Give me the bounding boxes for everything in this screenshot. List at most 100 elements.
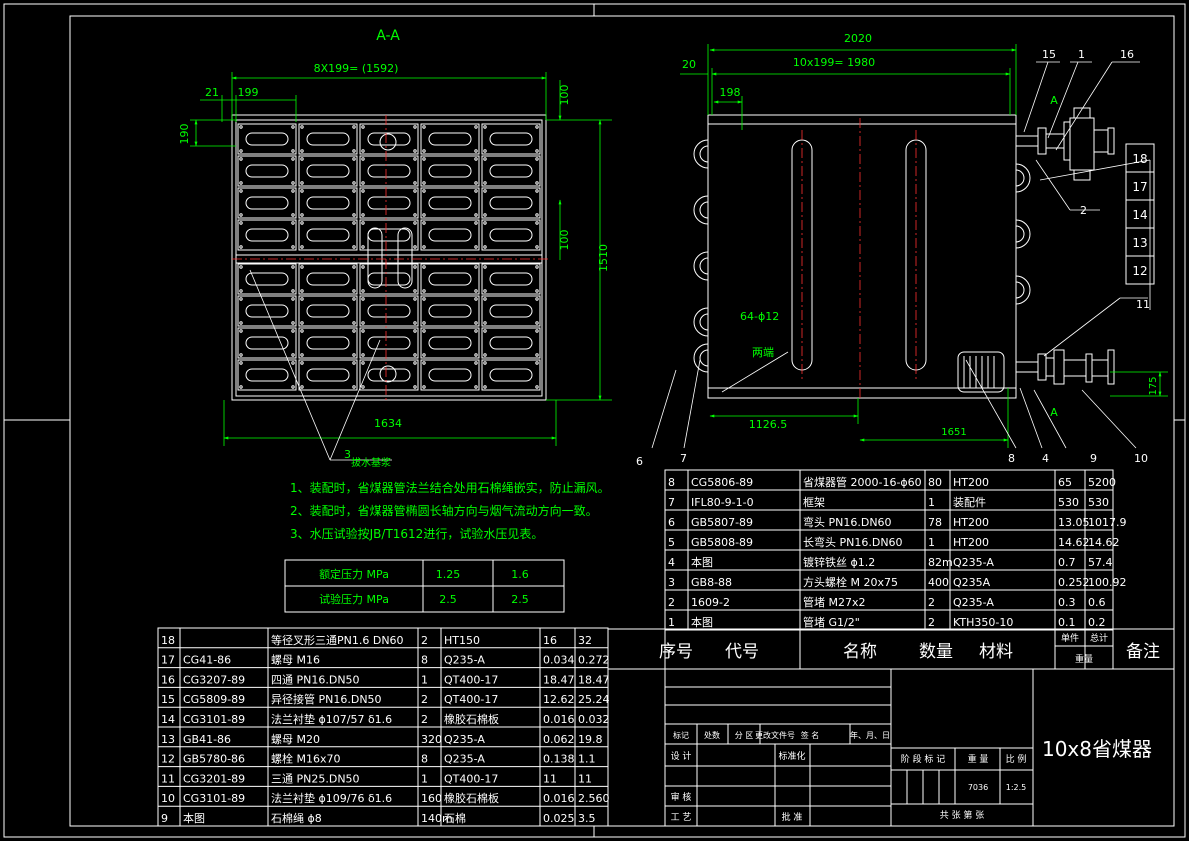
tube-cell xyxy=(359,295,419,327)
table-cell: 140m xyxy=(421,812,453,825)
bolt-hole xyxy=(361,385,365,389)
table-cell: GB8-88 xyxy=(691,576,732,589)
bolt-hole xyxy=(474,245,478,249)
table-cell: 弯头 PN16.DN60 xyxy=(803,515,892,529)
table-cell: 1 xyxy=(421,673,428,686)
oval-tube xyxy=(245,228,289,242)
bolt-hole xyxy=(291,329,295,333)
table-cell: Q235-A xyxy=(953,556,994,569)
table-cell: 0.6 xyxy=(1088,596,1106,609)
bolt-hole xyxy=(291,245,295,249)
bolt-hole xyxy=(422,245,426,249)
table-cell: 78 xyxy=(928,516,942,529)
note-3: 3、水压试验按JB/T1612进行，试验水压见表。 xyxy=(290,526,543,541)
oval-tube xyxy=(245,272,289,286)
table-cell: 2 xyxy=(928,616,935,629)
bolt-hole xyxy=(474,361,478,365)
bolt-hole xyxy=(413,149,417,153)
note-1: 1、装配时，省煤器管法兰结合处用石棉绳嵌实，防止漏风。 xyxy=(290,480,610,495)
bolt-hole xyxy=(239,221,243,225)
balloon-labels: 15 1 16 2 11 xyxy=(1042,48,1150,311)
table-cell: KTH350-10 xyxy=(953,616,1013,629)
bolt-hole xyxy=(239,157,243,161)
revision-cell: 签 名 xyxy=(801,730,820,740)
table-cell: 3 xyxy=(668,576,675,589)
oval-tube xyxy=(245,368,289,382)
bolt-hole xyxy=(535,297,539,301)
tb-sheets: 共 张 第 张 xyxy=(940,809,985,821)
table-cell: 8 xyxy=(421,753,428,766)
dim-two-ends: 两端 xyxy=(752,346,774,359)
bolt-hole xyxy=(352,265,356,269)
table-cell: 四通 PN16.DN50 xyxy=(271,673,360,686)
table-cell: 石棉 xyxy=(444,811,466,825)
dim-right-mid: 100 xyxy=(558,230,571,251)
table-cell: 14.62 xyxy=(1088,536,1120,549)
bolt-hole xyxy=(422,361,426,365)
dim-height-top: 190 xyxy=(178,124,191,145)
bolt-hole xyxy=(422,353,426,357)
bolt-hole xyxy=(361,297,365,301)
bom-header-name: 名称 xyxy=(843,642,877,662)
tube-cell xyxy=(481,219,541,251)
table-cell: QT400-17 xyxy=(444,673,498,686)
bolt-hole xyxy=(291,189,295,193)
oval-tube xyxy=(489,196,533,210)
bolt-hole xyxy=(474,181,478,185)
table-cell: 2 xyxy=(928,596,935,609)
bolt-hole xyxy=(535,353,539,357)
bolt-hole xyxy=(239,329,243,333)
bolt-hole xyxy=(422,125,426,129)
bolt-hole xyxy=(300,265,304,269)
bolt-hole xyxy=(535,149,539,153)
bolt-hole xyxy=(239,149,243,153)
bolt-hole xyxy=(474,297,478,301)
tube-cell xyxy=(420,219,480,251)
return-bend-inner xyxy=(699,145,709,163)
table-cell: 10 xyxy=(161,792,175,805)
bolt-hole xyxy=(413,181,417,185)
oval-tube xyxy=(428,164,472,178)
center-lines xyxy=(232,115,917,402)
table-cell: 长弯头 PN16.DN60 xyxy=(803,535,903,549)
section-mark-bottom: A xyxy=(1050,406,1058,419)
oval-tube xyxy=(489,132,533,146)
balloon-8: 8 xyxy=(1008,452,1015,465)
return-bends-right xyxy=(1015,163,1031,305)
oval-tube xyxy=(489,368,533,382)
table-cell: 16 xyxy=(161,673,175,686)
tube-cell xyxy=(481,295,541,327)
table-cell: 11 xyxy=(161,772,175,785)
tube-cell xyxy=(481,155,541,187)
tube-cell xyxy=(420,123,480,155)
bolt-hole xyxy=(422,149,426,153)
table-cell: 12 xyxy=(161,753,175,766)
oval-tube xyxy=(489,272,533,286)
bolt-hole xyxy=(239,321,243,325)
bolt-hole xyxy=(291,353,295,357)
bolt-hole xyxy=(291,321,295,325)
tube-cell xyxy=(298,327,358,359)
table-cell: 100.92 xyxy=(1088,576,1127,589)
table-cell: GB5780-86 xyxy=(183,753,245,766)
leader-3-text: 拔水基浆 xyxy=(351,456,391,469)
return-bend-inner xyxy=(699,313,709,331)
dim-bolt-note: 64-ϕ12 xyxy=(740,310,779,323)
dim-pitch-run: 10x199= 1980 xyxy=(793,56,875,69)
oval-tube xyxy=(245,164,289,178)
table-cell: HT150 xyxy=(444,634,480,647)
bolt-hole xyxy=(300,361,304,365)
balloon-bottom-row: 6 7 8 4 9 10 xyxy=(636,452,1148,468)
tube-cell xyxy=(359,263,419,295)
table-cell: QT400-17 xyxy=(444,772,498,785)
bolt-hole xyxy=(535,265,539,269)
table-cell: 4 xyxy=(668,556,675,569)
bolt-hole xyxy=(483,265,487,269)
bolt-hole xyxy=(361,361,365,365)
